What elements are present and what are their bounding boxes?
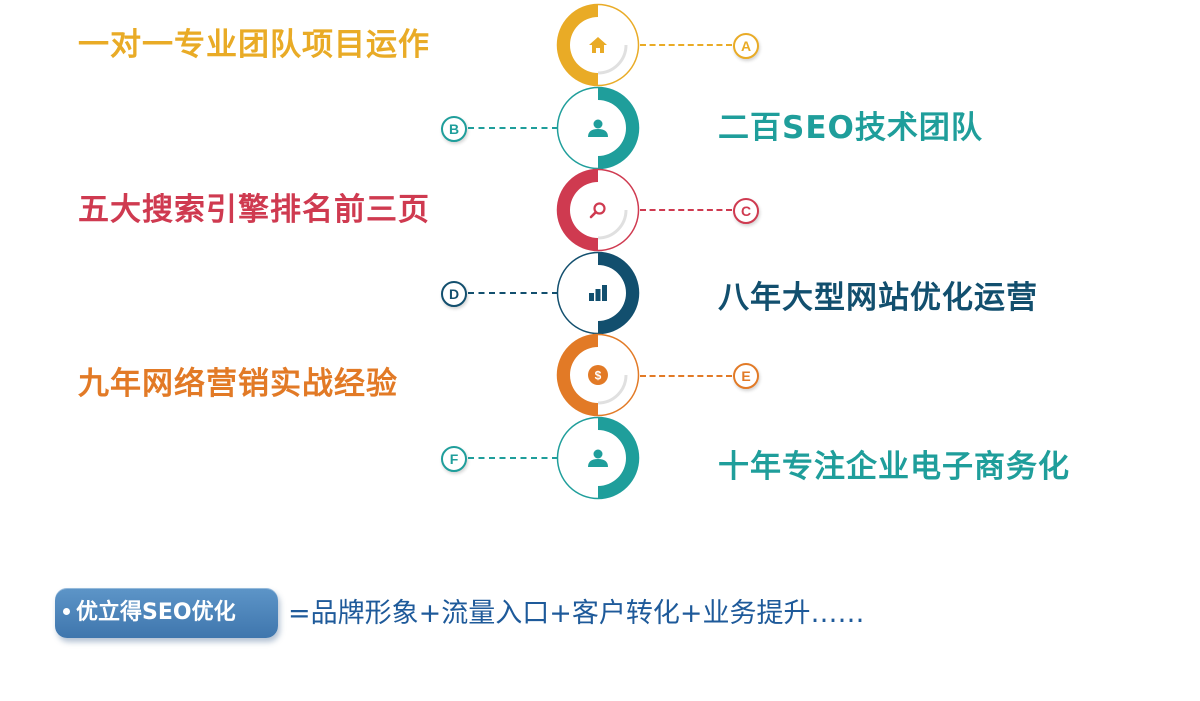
item-a-node — [556, 3, 640, 87]
item-e-letter-badge: E — [733, 363, 759, 389]
item-d-label: 八年大型网站优化运营 — [718, 280, 1038, 316]
item-e-node: $ — [556, 333, 640, 417]
search-icon — [589, 202, 606, 219]
home-icon — [589, 37, 607, 53]
item-a-letter-badge: A — [733, 33, 759, 59]
item-a-connector — [640, 44, 732, 46]
user-icon — [588, 119, 608, 137]
dollar-coin-icon: $ — [588, 365, 608, 385]
item-b-label: 二百SEO技术团队 — [718, 110, 983, 146]
item-c-connector — [640, 209, 732, 211]
item-b-letter-badge: B — [441, 116, 467, 142]
user-icon — [588, 449, 608, 467]
item-b-connector — [468, 127, 558, 129]
brand-badge: 优立得SEO优化 — [55, 588, 278, 638]
bullet-dot-icon — [63, 608, 70, 615]
item-f-connector — [468, 457, 558, 459]
item-c-label: 五大搜索引擎排名前三页 — [78, 192, 430, 228]
item-f-node — [556, 416, 640, 500]
item-c-letter-badge: C — [733, 198, 759, 224]
brand-badge-label: 优立得SEO优化 — [76, 600, 236, 625]
item-b-node — [556, 86, 640, 170]
item-e-label: 九年网络营销实战经验 — [78, 366, 398, 402]
item-f-label: 十年专注企业电子商务化 — [718, 449, 1070, 485]
item-e-connector — [640, 375, 732, 377]
item-d-letter-badge: D — [441, 281, 467, 307]
item-a-label: 一对一专业团队项目运作 — [78, 27, 430, 63]
item-d-node — [556, 251, 640, 335]
value-formula: =品牌形象+流量入口+客户转化+业务提升…… — [288, 598, 865, 629]
bar-chart-icon — [589, 285, 607, 301]
item-c-node — [556, 168, 640, 252]
item-f-letter-badge: F — [441, 446, 467, 472]
item-d-connector — [468, 292, 558, 294]
svg-text:$: $ — [595, 369, 602, 383]
